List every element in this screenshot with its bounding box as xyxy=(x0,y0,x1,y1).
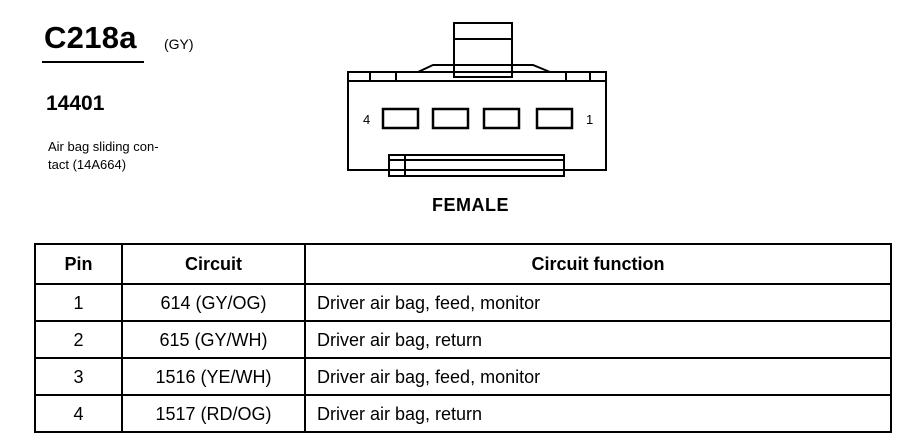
table-row: 1 614 (GY/OG) Driver air bag, feed, moni… xyxy=(34,283,892,322)
table-header-row: Pin Circuit Circuit function xyxy=(34,243,892,285)
connector-gender-label: FEMALE xyxy=(432,195,509,215)
table-row: 4 1517 (RD/OG) Driver air bag, return xyxy=(34,394,892,433)
table-row: 3 1516 (YE/WH) Driver air bag, feed, mon… xyxy=(34,357,892,396)
table-row: 2 615 (GY/WH) Driver air bag, return xyxy=(34,320,892,359)
pin-label-1: 1 xyxy=(586,112,593,127)
pin-cell: 4 xyxy=(34,394,123,433)
connector-shoulder xyxy=(417,64,551,73)
pin-cell: 1 xyxy=(34,283,123,322)
header-circuit: Circuit xyxy=(121,243,306,285)
pin-cell: 3 xyxy=(34,357,123,396)
circuit-cell: 1517 (RD/OG) xyxy=(121,394,306,433)
circuit-cell: 1516 (YE/WH) xyxy=(121,357,306,396)
header-pin: Pin xyxy=(34,243,123,285)
circuit-cell: 615 (GY/WH) xyxy=(121,320,306,359)
part-number: 14401 xyxy=(46,92,105,115)
pin-cavity-4 xyxy=(381,107,420,130)
header-circuit-function: Circuit function xyxy=(304,243,892,285)
pin-cavity-2 xyxy=(482,107,521,130)
connector-face-diagram: 4 1 xyxy=(347,22,607,177)
pin-cavity-3 xyxy=(431,107,470,130)
circuit-cell: 614 (GY/OG) xyxy=(121,283,306,322)
connector-bottom-key xyxy=(388,154,565,177)
connector-description: Air bag sliding con- tact (14A664) xyxy=(48,138,198,174)
function-cell: Driver air bag, return xyxy=(304,394,892,433)
function-cell: Driver air bag, feed, monitor xyxy=(304,357,892,396)
function-cell: Driver air bag, feed, monitor xyxy=(304,283,892,322)
description-line-1: Air bag sliding con- xyxy=(48,139,159,154)
connector-id: C218a xyxy=(44,20,137,55)
connector-color-code: (GY) xyxy=(164,36,194,52)
description-line-2: tact (14A664) xyxy=(48,157,127,172)
connector-body xyxy=(347,71,607,171)
pin-table: Pin Circuit Circuit function 1 614 (GY/O… xyxy=(34,243,892,433)
function-cell: Driver air bag, return xyxy=(304,320,892,359)
pin-label-4: 4 xyxy=(363,112,370,127)
connector-id-underline xyxy=(42,61,144,63)
pin-cavity-1 xyxy=(535,107,574,130)
locking-tab xyxy=(453,22,513,78)
pin-cell: 2 xyxy=(34,320,123,359)
